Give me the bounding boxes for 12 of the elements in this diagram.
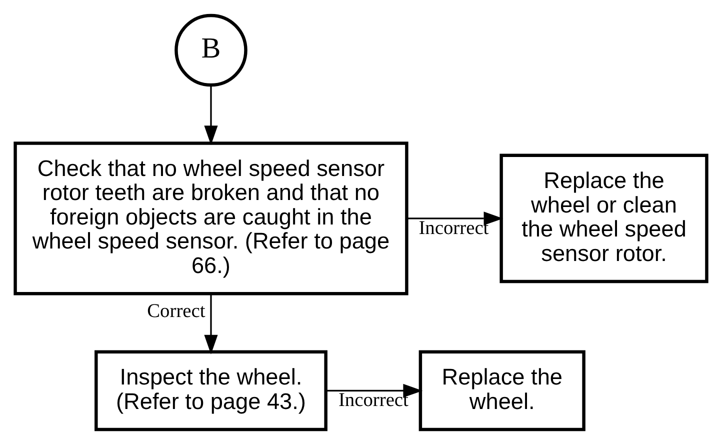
arrow [204, 84, 218, 145]
node-box: Check that no wheel speed sensor rotor teeth are broken and that no foreign objects are caught in the wheel speed sensor. (Refer to page 66.) [14, 141, 408, 295]
node-box: Replace the wheel or clean the wheel speed sensor rotor. [500, 153, 708, 283]
edge-label: Incorrect [338, 390, 408, 411]
edge-label: Incorrect [418, 217, 489, 238]
edge-label: Correct [147, 300, 206, 322]
arrow [406, 211, 504, 225]
node-box: Inspect the wheel. (Refer to page 43.) [94, 350, 328, 431]
arrow [204, 293, 218, 354]
node-circle: B [174, 13, 248, 86]
arrow [326, 383, 423, 398]
node-box: Replace the wheel. [418, 350, 586, 431]
